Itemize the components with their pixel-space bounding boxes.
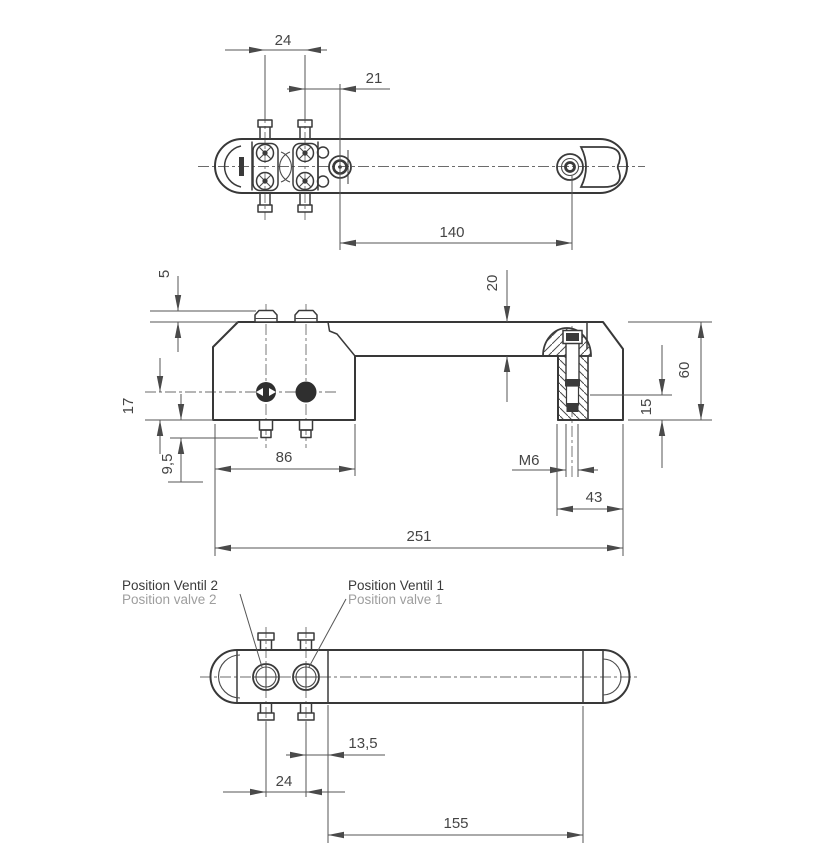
label-position-valve-2: Position valve 2	[122, 592, 217, 607]
clamp-screws	[255, 143, 315, 191]
dimension-17: 17	[120, 358, 213, 454]
block-step	[327, 321, 356, 357]
top-view-outline	[214, 138, 628, 194]
label-position-ventil-2: Position Ventil 2	[122, 578, 218, 593]
dim-label-155: 155	[443, 815, 468, 832]
leader-valve-1	[308, 598, 347, 668]
dim-label-24: 24	[275, 32, 292, 49]
end-pocket	[579, 146, 621, 188]
dimension-21: 21	[287, 70, 390, 250]
top-view: 24 21 140	[198, 32, 645, 250]
dimension-24-top: 24	[225, 32, 327, 120]
dimension-43: 43	[556, 424, 624, 556]
dimension-140: 140	[340, 176, 573, 250]
dimension-155: 155	[328, 706, 584, 843]
dim-label-m6: M6	[519, 452, 540, 469]
dimension-9-5: 9,5	[159, 394, 258, 483]
dim-label-140: 140	[439, 224, 464, 241]
dim-label-86: 86	[276, 449, 293, 466]
dim-label-43: 43	[586, 489, 603, 506]
dim-label-17: 17	[120, 398, 137, 415]
valve-holes	[256, 381, 317, 403]
dimension-5: 5	[150, 270, 256, 352]
top-bolts	[254, 309, 318, 323]
valve-position-2-circle	[252, 663, 280, 691]
bottom-bolts	[258, 419, 314, 439]
dim-label-13-5: 13,5	[348, 735, 377, 752]
front-view: 5 17 9,5 20	[120, 270, 712, 556]
clamp-slot	[239, 157, 244, 176]
dimension-15: 15	[590, 345, 672, 468]
dim-label-21: 21	[366, 70, 383, 87]
bottom-view-bolts	[257, 632, 315, 721]
pilot-hole-bottom	[316, 175, 330, 188]
dim-label-5: 5	[156, 270, 173, 278]
valve-position-1-circle	[292, 663, 320, 691]
dim-label-251: 251	[406, 528, 431, 545]
pilot-hole-top	[316, 146, 330, 159]
dimension-24-bottom: 24	[223, 722, 345, 797]
dim-label-15: 15	[638, 399, 655, 416]
dim-label-24-bottom: 24	[276, 773, 293, 790]
label-position-ventil-1: Position Ventil 1	[348, 578, 444, 593]
socket-screw-right	[556, 153, 584, 181]
dimension-60: 60	[628, 321, 712, 421]
dim-label-60: 60	[676, 362, 693, 379]
dimension-m6: M6	[512, 424, 598, 477]
dimension-251: 251	[215, 528, 623, 552]
dimension-13-5: 13,5	[286, 705, 385, 843]
dim-label-20: 20	[484, 275, 501, 292]
dim-label-9-5: 9,5	[159, 454, 176, 475]
bolt-stems	[257, 119, 313, 213]
leader-valve-2	[239, 593, 263, 668]
dimension-86: 86	[214, 424, 356, 556]
dimension-20: 20	[484, 270, 511, 402]
bottom-view: Position Ventil 2 Position valve 2 Posit…	[122, 578, 640, 843]
label-position-valve-1: Position valve 1	[348, 592, 443, 607]
section-screw	[562, 329, 583, 412]
